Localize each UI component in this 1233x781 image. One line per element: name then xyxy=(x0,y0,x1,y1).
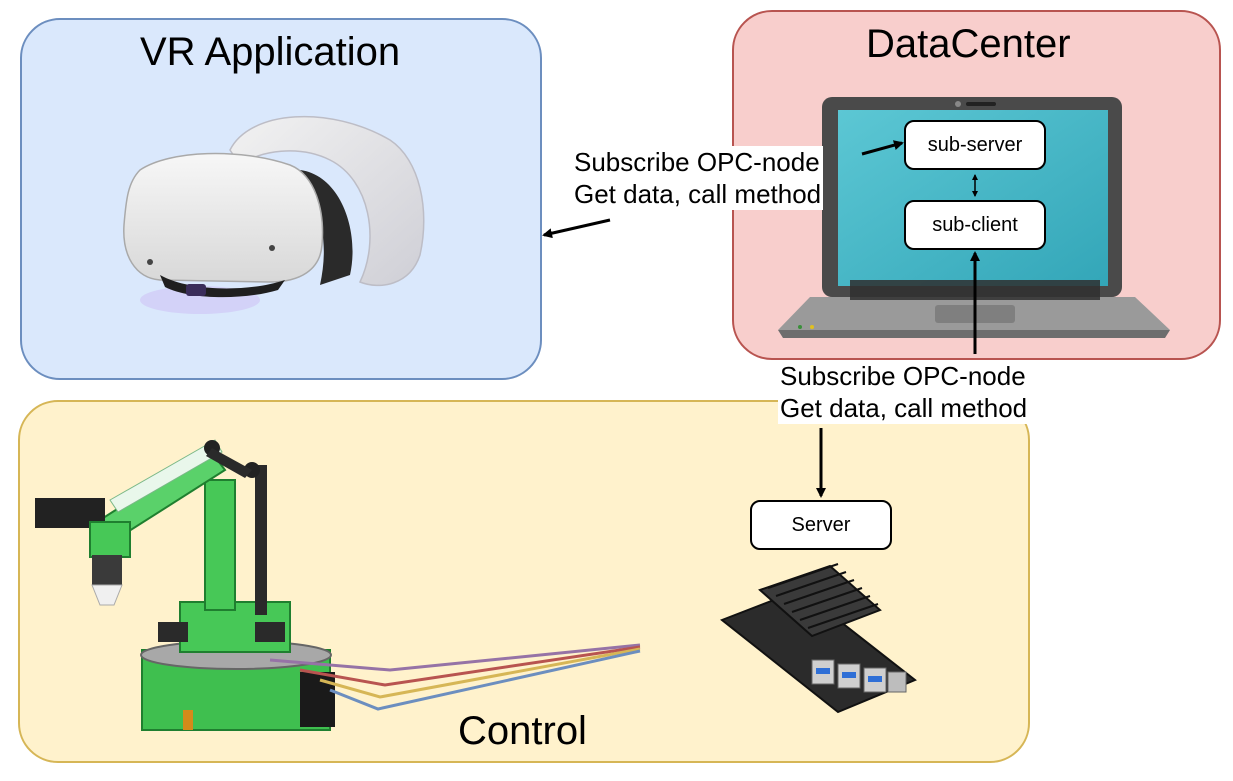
arrow-to-vr-application xyxy=(542,218,611,239)
server-node: Server xyxy=(750,500,892,550)
sub-client-node: sub-client xyxy=(904,200,1046,250)
robot-arm-icon xyxy=(35,439,335,731)
edge-label-bottom-line2: Get data, call method xyxy=(780,393,1028,423)
vr-application-title: VR Application xyxy=(140,30,401,74)
controller-board-icon xyxy=(720,563,917,714)
edge-label-top-line1: Subscribe OPC-node xyxy=(574,147,820,177)
arrow-to-sub-server xyxy=(861,140,904,156)
cable-bundle xyxy=(269,643,641,711)
datacenter-title: DataCenter xyxy=(866,22,1071,66)
edge-label-bottom-line1: Subscribe OPC-node xyxy=(780,361,1026,391)
control-title: Control xyxy=(458,709,587,753)
edge-label-top-line2: Get data, call method xyxy=(574,179,822,209)
edge-label-bottom: Subscribe OPC-node Get data, call method xyxy=(778,360,1030,424)
sub-server-node: sub-server xyxy=(904,120,1046,170)
vr-headset-icon xyxy=(123,115,425,314)
edge-label-top: Subscribe OPC-node Get data, call method xyxy=(572,146,824,210)
